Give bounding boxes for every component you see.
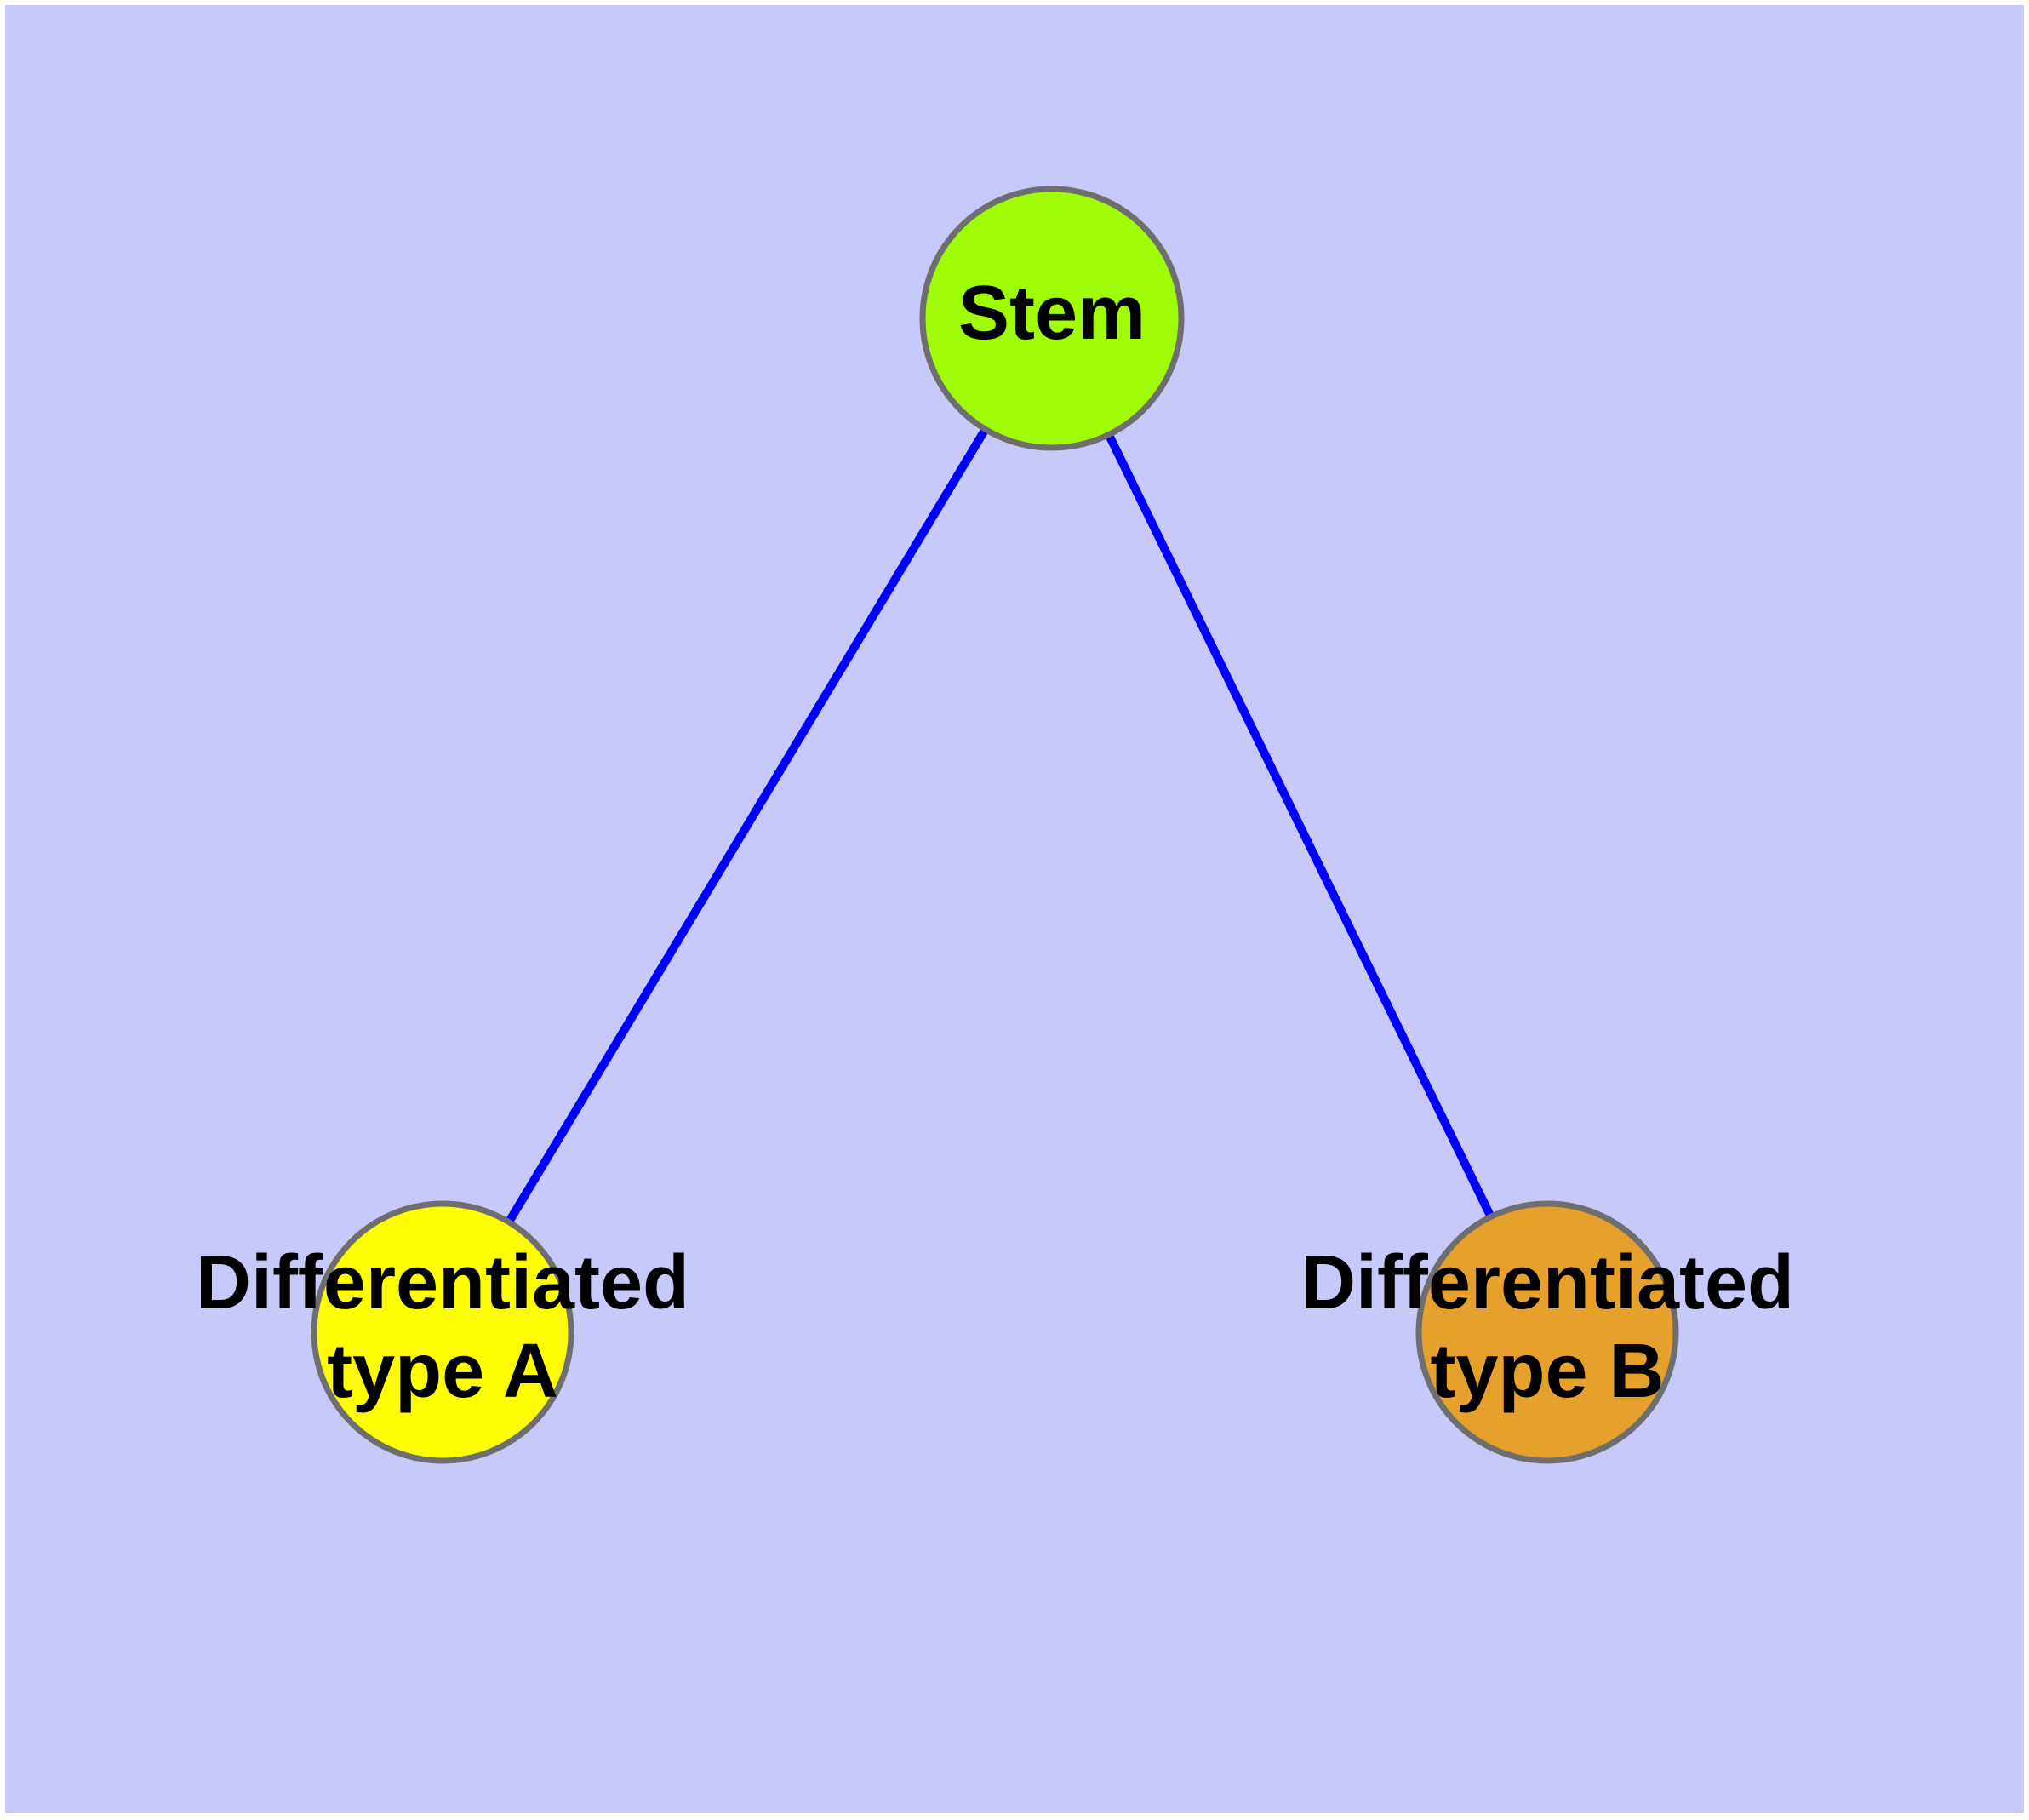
- graph-edge-stem-to-diff-b[interactable]: [1106, 434, 1495, 1217]
- graph-edge-stem-to-diff-a[interactable]: [506, 428, 988, 1223]
- graph-node-stem[interactable]: Stem: [919, 186, 1185, 451]
- node-label-stem-line-1: Stem: [958, 271, 1146, 356]
- node-label-diff-b-line-2: type B: [1430, 1329, 1664, 1414]
- node-circle-diff-a[interactable]: [311, 1200, 574, 1464]
- node-circle-stem[interactable]: [919, 186, 1185, 451]
- node-label-diff-a-line-1: Differentiated: [196, 1240, 689, 1325]
- node-label-diff-a-line-2: type A: [327, 1329, 558, 1414]
- edge-layer: [506, 428, 1495, 1223]
- node-circle-diff-b[interactable]: [1415, 1200, 1679, 1464]
- node-label-diff-b-line-1: Differentiated: [1300, 1240, 1794, 1325]
